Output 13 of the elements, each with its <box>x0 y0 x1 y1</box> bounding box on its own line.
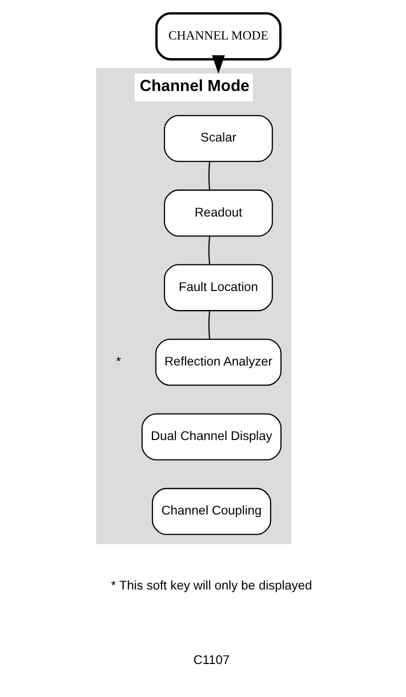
connector <box>208 310 210 340</box>
connector <box>208 236 210 265</box>
connector <box>208 162 210 190</box>
node-box: Scalar <box>163 114 272 162</box>
node-box: Readout <box>163 190 272 237</box>
node-box: Fault Location <box>163 264 272 312</box>
label: * This soft key will only be displayed <box>110 578 312 592</box>
node-box: Dual Channel Display <box>141 413 282 460</box>
node-box: Reflection Analyzer <box>154 338 282 386</box>
arrow <box>211 55 224 74</box>
node-box: Channel Coupling <box>151 488 271 535</box>
label: C1107 <box>192 652 230 667</box>
node-label: * <box>116 354 121 368</box>
